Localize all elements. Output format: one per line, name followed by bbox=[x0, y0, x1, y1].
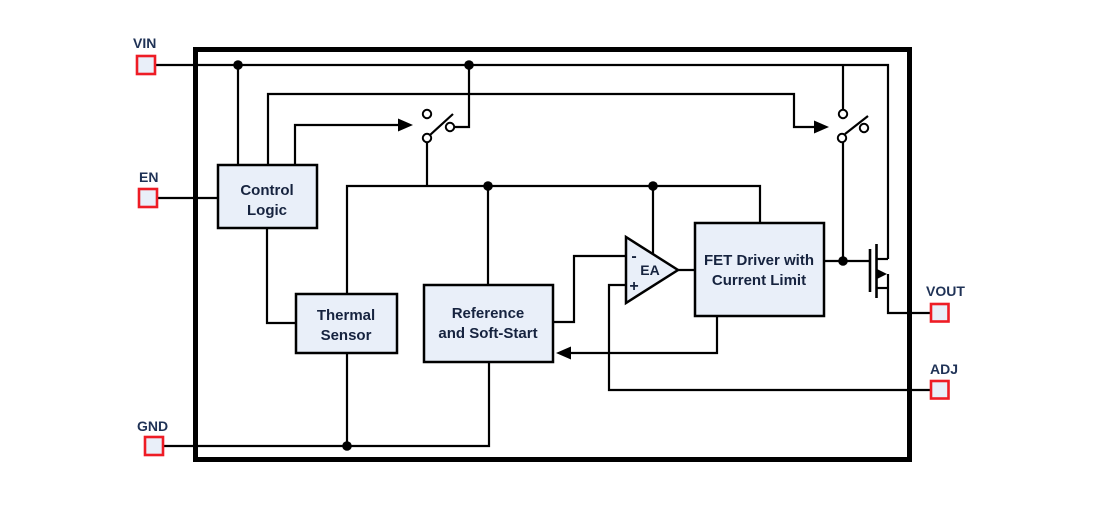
thermal-sensor-box bbox=[294, 292, 399, 355]
wire-adj-to-ea-plus bbox=[607, 283, 931, 392]
right-switch-control-arrow-icon bbox=[814, 120, 829, 134]
left-switch-contact-open-icon bbox=[421, 108, 433, 120]
pin-en: EN bbox=[137, 169, 159, 209]
pin-vout: VOUT bbox=[926, 283, 965, 323]
wire-mid-rail bbox=[345, 184, 762, 294]
wire-reference-to-ea-minus bbox=[553, 254, 626, 324]
ea-label: EA bbox=[640, 262, 659, 278]
thermal-sensor-block: Thermal Sensor bbox=[294, 292, 399, 355]
junction-dot bbox=[838, 256, 848, 266]
junction-dot bbox=[233, 60, 243, 70]
control-logic-block: Control Logic bbox=[216, 163, 319, 230]
thermal-sensor-label-line1: Thermal bbox=[317, 307, 375, 324]
right-switch-contact-top-icon bbox=[837, 108, 849, 120]
control-logic-label-line2: Logic bbox=[247, 202, 287, 219]
right-switch-contact-throw-icon bbox=[858, 122, 870, 134]
ic-boundary bbox=[193, 47, 912, 462]
error-amplifier-triangle bbox=[624, 234, 681, 306]
wire-driver-to-reference bbox=[570, 316, 719, 355]
fet-driver-box bbox=[693, 221, 826, 318]
fet-driver-label-line2: Current Limit bbox=[712, 272, 806, 289]
wire-gnd bbox=[163, 362, 491, 448]
right-switch bbox=[836, 108, 870, 144]
fet-bulk-arrow-icon bbox=[876, 268, 887, 280]
control-logic-box bbox=[216, 163, 319, 230]
pass-fet-icon bbox=[868, 244, 888, 298]
left-switch-control-arrow-icon bbox=[398, 118, 413, 132]
pin-en-label: EN bbox=[139, 169, 158, 185]
left-switch-lever bbox=[429, 113, 454, 136]
pin-vout-terminal-icon bbox=[929, 302, 950, 323]
reference-label-line1: Reference bbox=[452, 305, 525, 322]
reference-soft-start-box bbox=[422, 283, 555, 364]
pin-gnd-label: GND bbox=[137, 418, 168, 434]
pin-adj: ADJ bbox=[929, 361, 958, 400]
reference-soft-start-block: Reference and Soft-Start bbox=[422, 283, 555, 364]
pin-gnd: GND bbox=[137, 418, 168, 457]
pin-vin-terminal-icon bbox=[135, 54, 157, 76]
junction-dot bbox=[342, 441, 352, 451]
reference-feedback-arrow-icon bbox=[556, 346, 571, 360]
error-amplifier-block: - + EA bbox=[624, 234, 681, 306]
pin-vin: VIN bbox=[133, 35, 157, 76]
thermal-sensor-label-line2: Sensor bbox=[321, 327, 372, 344]
wire-vin-rail bbox=[155, 63, 890, 259]
wire-control-to-thermal bbox=[265, 228, 296, 325]
wire-control-to-left-switch bbox=[293, 123, 399, 165]
left-switch bbox=[421, 108, 456, 144]
pin-vin-label: VIN bbox=[133, 35, 156, 51]
fet-driver-label-line1: FET Driver with bbox=[704, 252, 814, 269]
junction-dot bbox=[483, 181, 493, 191]
pin-vout-label: VOUT bbox=[926, 283, 965, 299]
pin-gnd-terminal-icon bbox=[143, 435, 165, 457]
pin-en-terminal-icon bbox=[137, 187, 159, 209]
pin-adj-label: ADJ bbox=[930, 361, 958, 377]
ea-noninverting-sign: + bbox=[629, 278, 638, 295]
right-switch-contact-common-icon bbox=[836, 132, 848, 144]
ea-inverting-sign: - bbox=[631, 248, 636, 265]
control-logic-label-line1: Control bbox=[240, 182, 293, 199]
junction-dot bbox=[464, 60, 474, 70]
junction-dot bbox=[648, 181, 658, 191]
right-switch-lever bbox=[844, 115, 869, 135]
wire-vin-to-left-switch bbox=[455, 65, 471, 129]
left-switch-contact-throw-icon bbox=[444, 121, 456, 133]
left-switch-contact-common-icon bbox=[421, 132, 433, 144]
pin-adj-terminal-icon bbox=[929, 379, 950, 400]
fet-driver-block: FET Driver with Current Limit bbox=[693, 221, 826, 318]
wire-control-to-right-switch bbox=[266, 92, 815, 165]
reference-label-line2: and Soft-Start bbox=[438, 325, 537, 342]
